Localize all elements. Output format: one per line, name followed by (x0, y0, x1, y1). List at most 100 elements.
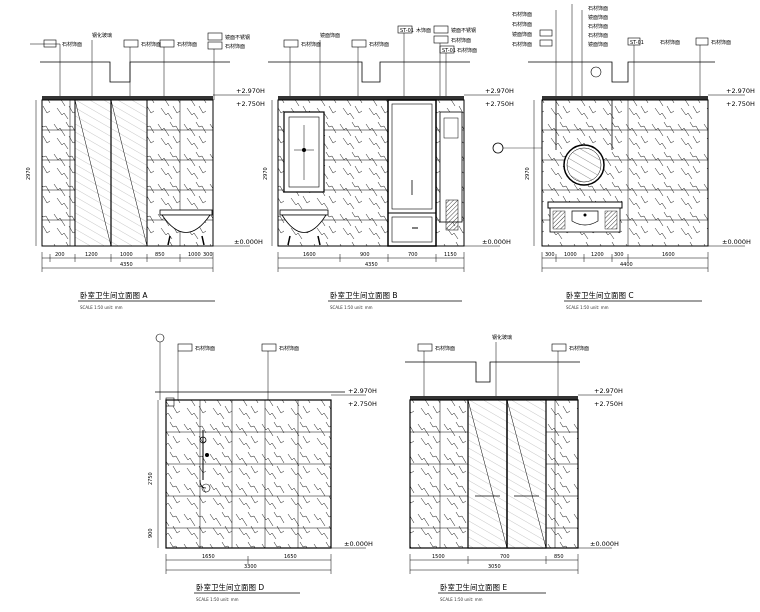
level-b-2: +2.750H (485, 100, 514, 108)
hdim-b-1: 1600 (303, 252, 316, 258)
scale-e: SCALE 1:50 unit: mm (440, 597, 483, 602)
hdim-b-3: 700 (408, 252, 418, 258)
scale-b: SCALE 1:50 unit: mm (330, 305, 373, 310)
mirror-b (283, 111, 325, 193)
stone-joints-d (166, 400, 331, 548)
hdim-b-total: 4350 (365, 262, 378, 268)
level-d-2: +2.750H (348, 400, 377, 408)
tag-b-2: 镜面饰面 (320, 32, 340, 39)
bathtub-b (279, 209, 329, 246)
hdim-c-1: 300 (545, 252, 555, 258)
tag-d-2: 石材饰面 (279, 345, 299, 352)
level-e-3: ±0.000H (590, 540, 619, 548)
tag-d-1: 石材饰面 (195, 345, 215, 352)
title-c: 卧室卫生间立面图 C (566, 290, 634, 300)
hdim-b-2: 900 (360, 252, 370, 258)
hdim-a-2: 1200 (85, 252, 98, 258)
hdim-a-1: 200 (55, 252, 65, 258)
tag-c-7: 石材饰面 (588, 23, 608, 30)
tag-b-7: 石材饰面 (451, 37, 471, 44)
elevation-a: 石材饰面 钢化玻璃 石材饰面 石材饰面 镜面不锈钢 石材饰面 (26, 32, 265, 310)
leader-tags-e: 石材饰面 钢化玻璃 石材饰面 (417, 334, 589, 400)
ceiling-section-b (268, 61, 470, 83)
tag-c-10: ST-01 (630, 40, 644, 46)
level-a-1: +2.970H (236, 87, 265, 95)
hdim-d-2: 1650 (284, 554, 297, 560)
leader-tags-a: 石材饰面 钢化玻璃 石材饰面 石材饰面 镜面不锈钢 石材饰面 (30, 32, 250, 100)
title-e: 卧室卫生间立面图 E (440, 582, 507, 592)
elevation-c: 石材饰面 石材饰面 镜面饰面 石材饰面 石材饰面 镜面饰面 石材饰面 石材饰面 … (492, 4, 755, 310)
tag-b-6: 镜面不锈钢 (451, 27, 476, 34)
tag-b-8: ST-01 (442, 48, 456, 54)
tag-c-2: 石材饰面 (512, 21, 532, 28)
elevation-b: 石材饰面 镜面饰面 石材饰面 ST-01 木饰面 镜面不锈钢 石材饰面 ST-0… (263, 25, 514, 310)
hdim-e-3: 850 (554, 554, 564, 560)
dim-chain-a (41, 252, 214, 272)
tag-b-9: 石材饰面 (457, 47, 477, 54)
hdim-a-6: 300 (203, 252, 213, 258)
ceiling-section-e (405, 361, 580, 383)
vdim-d-1: 2750 (148, 472, 154, 485)
tag-a-5: 镜面不锈钢 (225, 34, 250, 41)
ceiling-band-a (42, 96, 213, 100)
dim-chain-e (409, 554, 579, 574)
hdim-d-total: 3300 (244, 564, 257, 570)
dim-chain-c (541, 252, 709, 272)
ceiling-section-c (528, 61, 715, 83)
tag-c-1: 石材饰面 (512, 11, 532, 18)
level-d-1: +2.970H (348, 387, 377, 395)
tag-c-12: 石材饰面 (660, 39, 680, 46)
leader-tags-c: 石材饰面 石材饰面 镜面饰面 石材饰面 石材饰面 镜面饰面 石材饰面 石材饰面 … (512, 4, 731, 100)
hdim-b-4: 1150 (444, 252, 457, 258)
tag-c-3: 镜面饰面 (512, 31, 532, 38)
leader-tags-b: 石材饰面 镜面饰面 石材饰面 ST-01 木饰面 镜面不锈钢 石材饰面 ST-0… (283, 25, 477, 100)
vanity-c (547, 201, 623, 233)
hdim-a-4: 850 (155, 252, 165, 258)
tag-a-1: 石材饰面 (62, 41, 82, 48)
tag-c-11: 石材饰面 (711, 39, 731, 46)
tag-e-2: 钢化玻璃 (492, 334, 512, 341)
dim-chain-b (277, 252, 465, 272)
cabinet-b (387, 99, 437, 247)
title-b: 卧室卫生间立面图 B (330, 290, 398, 300)
scale-d: SCALE 1:50 unit: mm (196, 597, 239, 602)
vdim-a-1: 2970 (26, 167, 32, 180)
index-marker-c (492, 142, 504, 154)
ceiling-band-c (542, 96, 708, 100)
tag-c-4: 石材饰面 (512, 41, 532, 48)
tag-e-1: 石材饰面 (435, 345, 455, 352)
hdim-a-total: 4350 (120, 262, 133, 268)
tag-b-1: 石材饰面 (301, 41, 321, 48)
scale-a: SCALE 1:50 unit: mm (80, 305, 123, 310)
level-a-3: ±0.000H (234, 238, 263, 246)
tag-c-6: 镜面饰面 (588, 14, 608, 21)
hdim-c-4: 300 (614, 252, 624, 258)
hdim-c-5: 1600 (662, 252, 675, 258)
hdim-a-3: 1000 (120, 252, 133, 258)
ceiling-section-a (40, 61, 230, 83)
hdim-c-2: 1000 (564, 252, 577, 258)
tag-a-3: 石材饰面 (141, 41, 161, 48)
scale-c: SCALE 1:50 unit: mm (566, 305, 609, 310)
vdim-c-1: 2970 (525, 167, 531, 180)
level-d-3: ±0.000H (344, 540, 373, 548)
hdim-c-3: 1200 (591, 252, 604, 258)
hdim-e-total: 3050 (488, 564, 501, 570)
title-a: 卧室卫生间立面图 A (80, 290, 148, 300)
hdim-e-2: 700 (500, 554, 510, 560)
tag-e-3: 石材饰面 (569, 345, 589, 352)
round-mirror-c (555, 100, 613, 186)
tag-c-9: 镜面饰面 (588, 41, 608, 48)
title-d: 卧室卫生间立面图 D (196, 582, 264, 592)
tag-c-8: 石材饰面 (588, 32, 608, 39)
tag-a-4: 石材饰面 (177, 41, 197, 48)
leader-tags-d: 石材饰面 石材饰面 (155, 333, 299, 400)
bathtub-a (159, 209, 213, 246)
niche-b (439, 111, 463, 231)
hdim-d-1: 1650 (202, 554, 215, 560)
hdim-a-5: 1000 (188, 252, 201, 258)
level-a-2: +2.750H (236, 100, 265, 108)
ceiling-band-b (278, 96, 464, 100)
dim-chain-d (165, 554, 332, 574)
